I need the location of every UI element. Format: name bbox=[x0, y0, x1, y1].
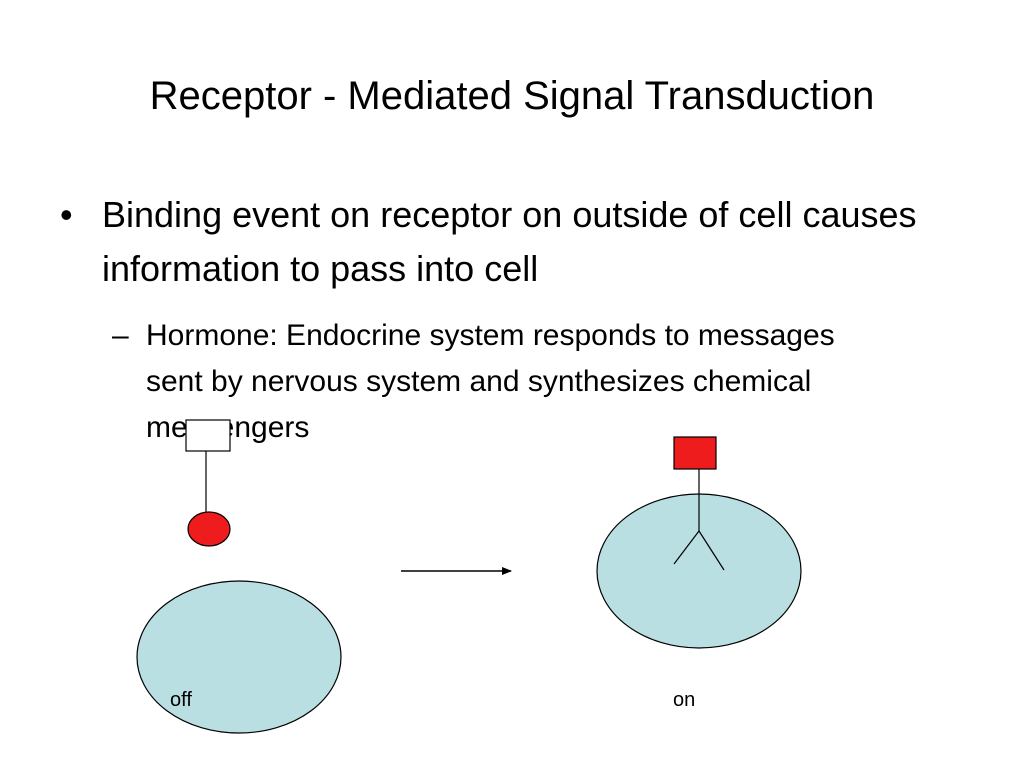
off-messenger-molecule bbox=[187, 511, 231, 547]
bullet-text: Binding event on receptor on outside of … bbox=[102, 194, 917, 289]
on-receptor-branch-left bbox=[673, 530, 700, 565]
sub-bullet-text: Hormone: Endocrine system responds to me… bbox=[146, 319, 835, 444]
slide-title: Receptor - Mediated Signal Transduction bbox=[149, 74, 875, 118]
on-receptor-branch-right bbox=[698, 530, 725, 571]
off-receptor-box bbox=[185, 419, 231, 452]
on-label: on bbox=[673, 689, 696, 711]
bullet-marker: • bbox=[60, 194, 73, 235]
on-messenger-bound bbox=[673, 436, 717, 470]
bullet-level-2: – Hormone: Endocrine system responds to … bbox=[112, 313, 892, 451]
sub-bullet-marker: – bbox=[112, 319, 129, 352]
off-cell bbox=[136, 580, 342, 734]
bullet-level-1: • Binding event on receptor on outside o… bbox=[60, 188, 920, 296]
off-label: off bbox=[170, 689, 192, 711]
